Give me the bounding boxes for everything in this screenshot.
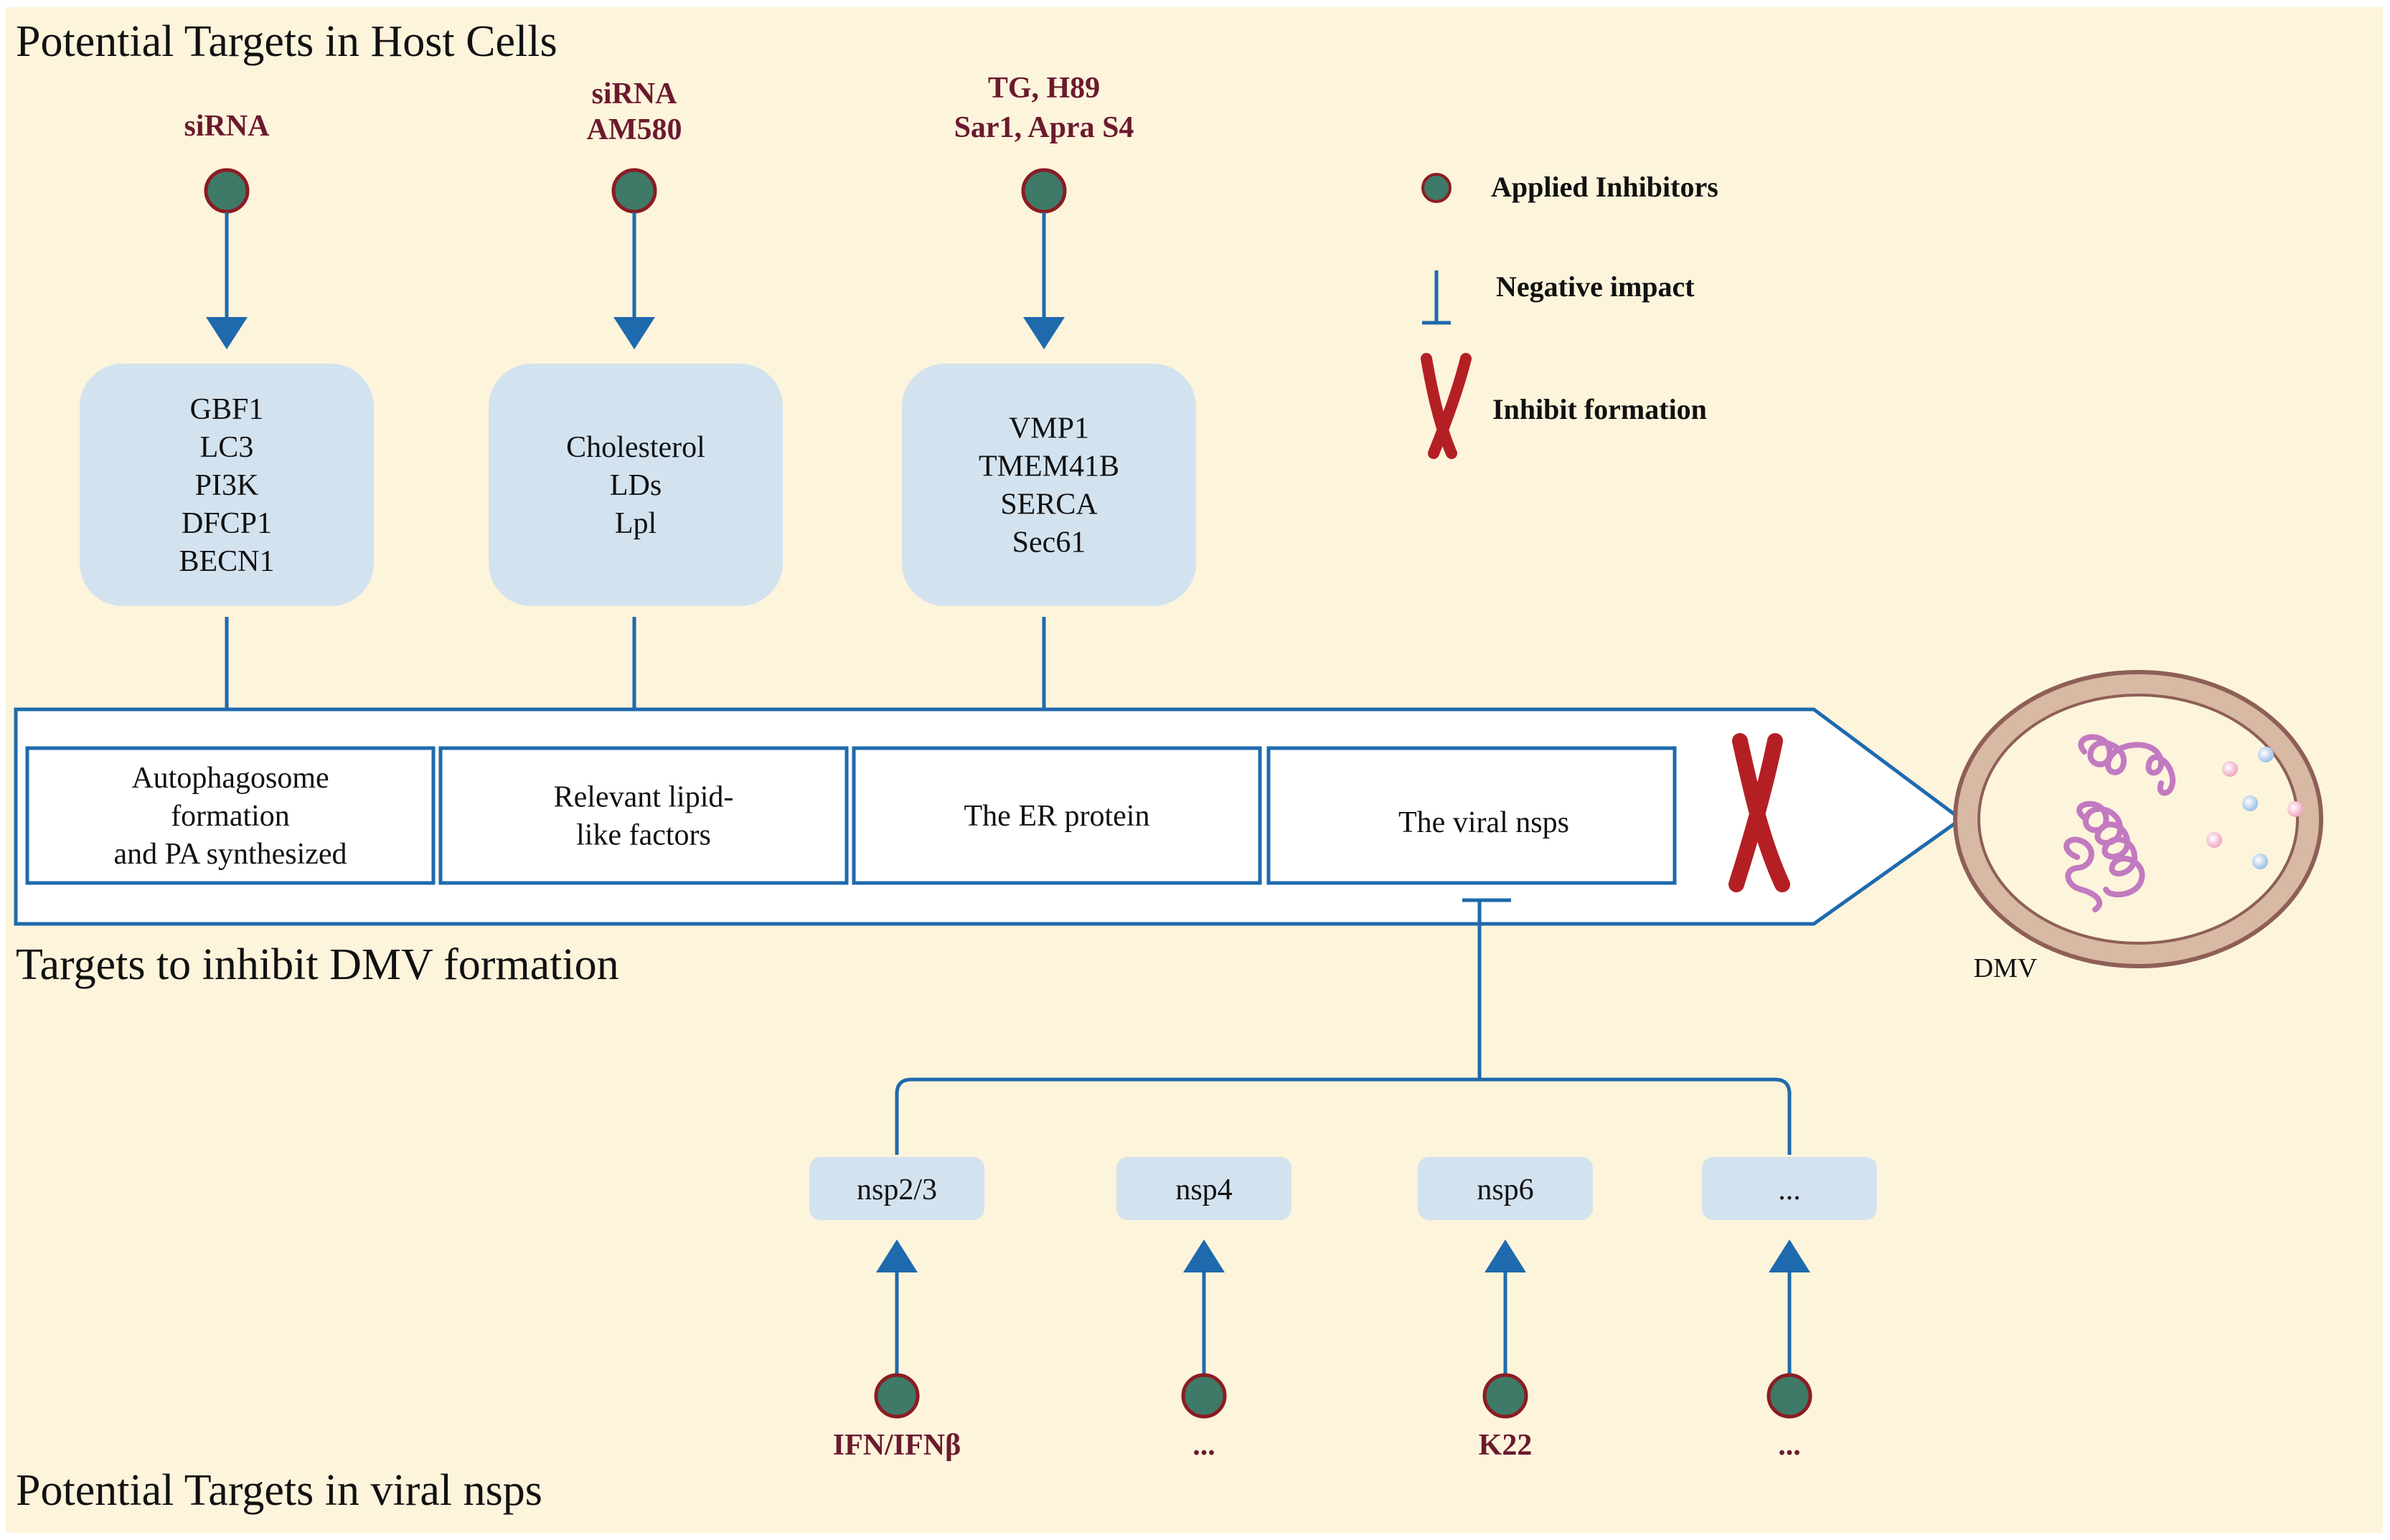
protein-label: SERCA [1000, 488, 1098, 521]
legend-inhibit-formation-icon [1421, 353, 1472, 459]
viral-target-tree [895, 898, 1792, 1155]
inhibitor-dot-icon [874, 1373, 920, 1419]
process-label: Relevant lipid- [554, 781, 734, 814]
legend-inhibit-formation: Inhibit formation [1492, 393, 1707, 425]
inhibitor-dot-icon [1021, 168, 1067, 214]
dmv-label: DMV [1974, 953, 2038, 983]
process-box: The ER protein [852, 746, 1262, 885]
protein-label: BECN1 [179, 545, 274, 578]
process-box-frame [25, 746, 436, 885]
process-box-frame [852, 746, 1262, 885]
process-label: Autophagosome [131, 762, 329, 795]
inhibitor-label: AM580 [587, 113, 682, 146]
arrow-up-icon [1183, 1239, 1225, 1272]
protein-label: LC3 [200, 431, 254, 464]
inhibitor-dot-icon [1181, 1373, 1227, 1419]
protein-label: TMEM41B [979, 450, 1119, 483]
legend-inhibitor-icon [1421, 173, 1452, 203]
inhibitor-label: siRNA [591, 77, 677, 110]
process-box: Autophagosome formation and PA synthesized [25, 746, 436, 885]
arrow-down-icon [1023, 317, 1065, 349]
host-protein-box [902, 364, 1196, 606]
nsp-box [809, 1157, 984, 1220]
inhibitor-label: siRNA [184, 110, 270, 143]
inhibitor-dot-icon [204, 168, 250, 214]
nsp-label: nsp6 [1477, 1173, 1533, 1206]
host-protein-box [80, 364, 374, 606]
nsp-box [1116, 1157, 1292, 1220]
process-boxes: Autophagosome formation and PA synthesized… [25, 746, 1262, 885]
protein-label: DFCP1 [182, 507, 272, 540]
nsp-label: nsp4 [1175, 1173, 1232, 1206]
nsp-box [1702, 1157, 1877, 1220]
inhibitor-label: TG, H89 [988, 72, 1100, 105]
process-label: like factors [576, 819, 711, 852]
arrow-up-icon [876, 1239, 918, 1272]
nsp-box [1418, 1157, 1593, 1220]
viral-rna-strand-icon-2 [2064, 800, 2145, 912]
host-target-columns: siRNAGBF1LC3PI3KDFCP1BECN1siRNAAM580Chol… [80, 72, 1196, 735]
legend-negative-impact: Negative impact [1496, 270, 1695, 303]
inhibitor-dot-icon [611, 168, 657, 214]
viral-target-column-2: nsp4... [1116, 1157, 1292, 1462]
viral-branch-line [895, 1077, 1792, 1155]
process-box-frame [438, 746, 849, 885]
dmv-vesicle-icon [1953, 670, 2323, 968]
process-label-viral-nsps: The viral nsps [1398, 806, 1569, 839]
protein-label: Lpl [615, 507, 657, 540]
arrow-up-icon [1485, 1239, 1526, 1272]
inhibitor-dot-icon [1482, 1373, 1528, 1419]
viral-inhibitor-label: ... [1192, 1429, 1215, 1462]
viral-inhibitor-label: K22 [1479, 1429, 1533, 1462]
dmv-section-title: Targets to inhibit DMV formation [16, 940, 619, 989]
process-box-viral-nsps: The viral nsps [1266, 746, 1677, 885]
protein-label: PI3K [195, 469, 259, 502]
process-label: formation [171, 800, 290, 833]
viral-section-title: Potential Targets in viral nsps [16, 1466, 542, 1515]
process-box: Relevant lipid-like factors [438, 746, 849, 885]
protein-label: LDs [610, 469, 662, 502]
protein-label: Sec61 [1012, 526, 1086, 559]
legend-applied-inhibitors: Applied Inhibitors [1491, 171, 1718, 203]
protein-label: Cholesterol [566, 431, 705, 464]
inhibitor-dot-icon [1766, 1373, 1812, 1419]
arrow-down-icon [206, 317, 248, 349]
nsp-label: ... [1778, 1173, 1801, 1206]
arrow-up-icon [1769, 1239, 1810, 1272]
viral-rna-strand-icon [2078, 734, 2176, 796]
viral-target-column-4: ...... [1702, 1157, 1877, 1462]
process-label: and PA synthesized [113, 838, 347, 871]
viral-inhibitor-label: ... [1778, 1429, 1801, 1462]
inhibit-formation-cross-icon [1728, 733, 1790, 892]
host-section-title: Potential Targets in Host Cells [16, 17, 557, 66]
nsp-label: nsp2/3 [857, 1173, 937, 1206]
protein-label: VMP1 [1009, 412, 1089, 445]
arrow-down-icon [613, 317, 655, 349]
host-protein-box [489, 364, 783, 606]
legend: Applied Inhibitors Negative impact Inhib… [1421, 171, 1718, 459]
process-label: The ER protein [964, 800, 1150, 833]
protein-label: GBF1 [190, 393, 264, 426]
viral-inhibitor-label: IFN/IFNβ [833, 1429, 961, 1462]
inhibitor-label: Sar1, Apra S4 [954, 111, 1134, 144]
